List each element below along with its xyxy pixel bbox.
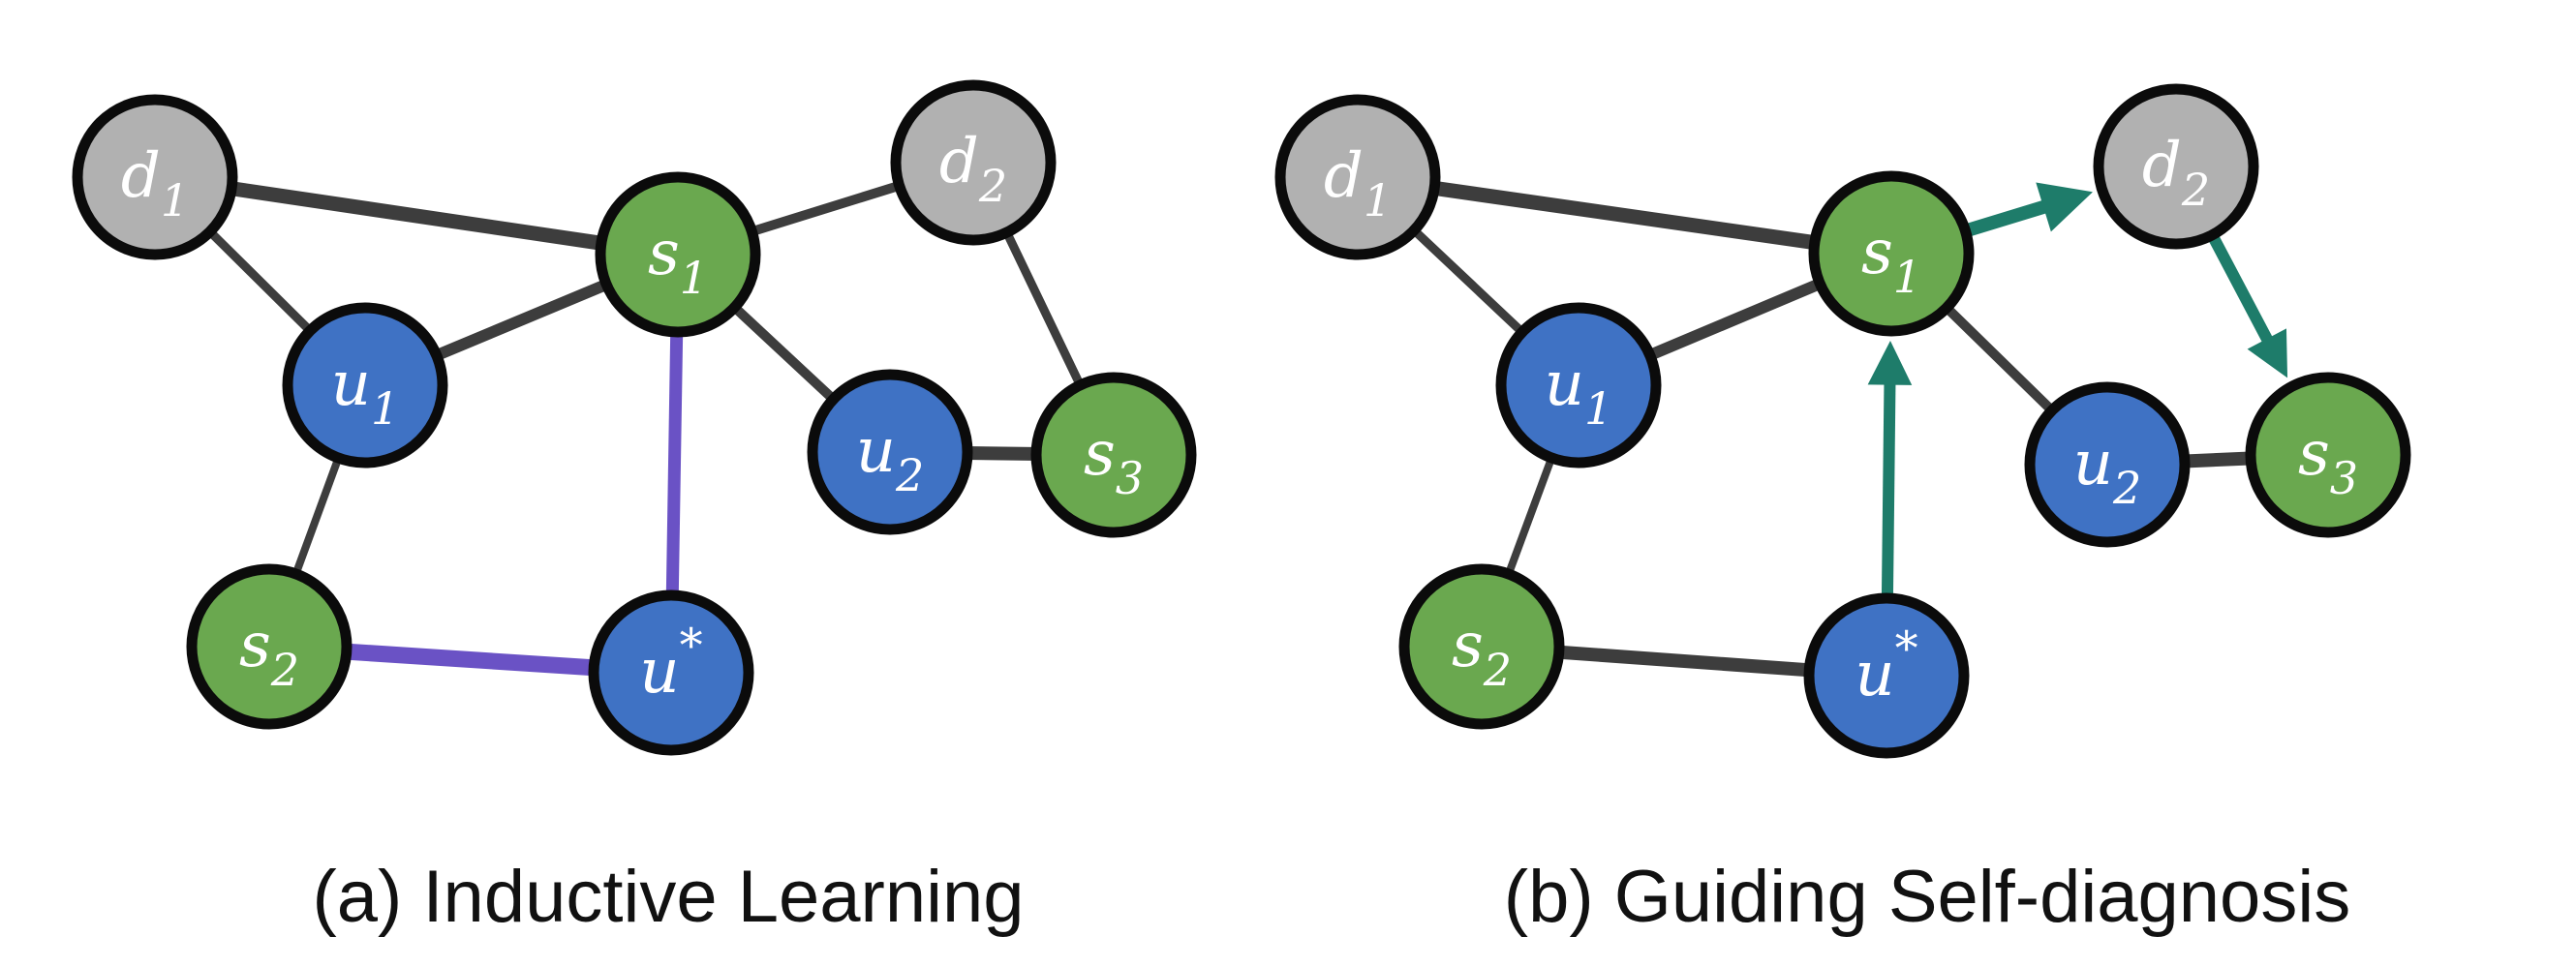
edge-d1-s1 [1356,169,1893,261]
node-u1 [282,302,448,468]
node-u1 [1495,302,1662,468]
node-label-s2: s2 [1452,610,1512,696]
arrowhead-ustar-s1 [1867,340,1913,385]
node-u2 [807,369,973,535]
node-d2 [2093,83,2259,250]
node-label-d2: d2 [2142,130,2210,216]
node-label-s1: s1 [1861,217,1921,303]
node-s1 [595,171,761,338]
node-label-u2: u2 [856,415,925,501]
node-label-s3: s3 [2298,418,2358,504]
node-s2 [1398,563,1565,730]
node-s3 [1030,372,1197,538]
node-s3 [2245,372,2411,538]
node-label-ustar: u* [1855,621,1917,710]
node-label-s1: s1 [648,218,708,304]
node-label-ustar: u* [639,619,702,708]
node-s2 [186,563,353,730]
node-label-d2: d2 [939,126,1007,212]
caption-panel-b: (b) Guiding Self-diagnosis [1504,856,2350,938]
node-label-d1: d1 [121,140,189,227]
arrowhead-s1-d2 [2036,182,2093,232]
node-s1 [1808,170,1975,337]
panel-guiding-self-diagnosis: d1 s1 d2 u1 u2 s3 s2 u* [1274,83,2411,759]
node-ustar [1803,592,1970,759]
caption-panel-a: (a) Inductive Learning [312,856,1024,938]
arrowhead-d2-s3 [2247,328,2288,378]
node-label-s2: s2 [239,610,299,696]
node-d2 [890,79,1057,246]
node-d1 [72,94,238,260]
panel-inductive-learning: d1 s1 d2 u1 u2 s3 s2 u* [72,79,1197,756]
node-label-u2: u2 [2073,428,2142,514]
node-label-s3: s3 [1084,418,1144,504]
node-label-u1: u1 [1545,348,1613,435]
node-label-d1: d1 [1324,140,1392,227]
node-label-u1: u1 [331,348,400,435]
node-d1 [1274,94,1441,260]
node-u2 [2024,381,2191,548]
edge-d1-s1 [153,169,680,262]
node-ustar [588,589,754,756]
